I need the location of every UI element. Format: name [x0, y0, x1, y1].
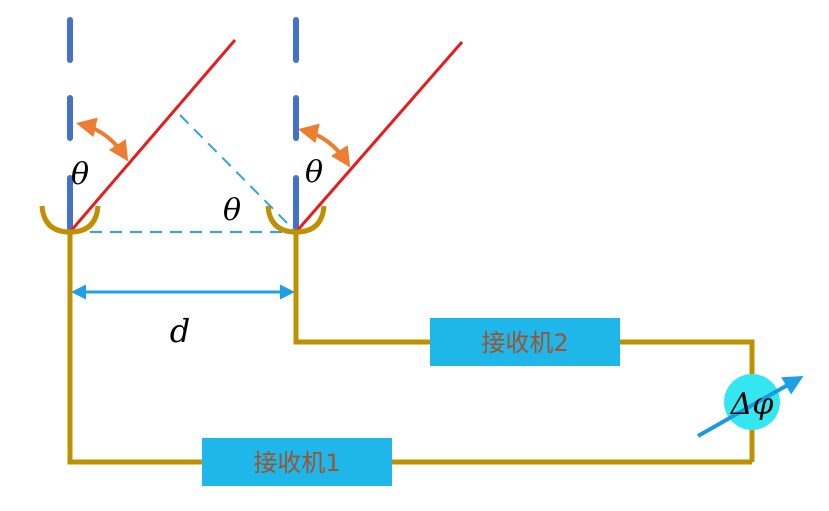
- receiver-2-label: 接收机2: [481, 329, 568, 357]
- separation-label: d: [170, 312, 190, 350]
- theta-label-mid: θ: [223, 193, 241, 228]
- angle-arrow-left: [76, 117, 129, 162]
- signal-wires: [67, 232, 755, 465]
- theta-label-left: θ: [71, 157, 89, 192]
- receiver-2-box: 接收机2: [430, 318, 620, 366]
- phase-shifter-arrow: [697, 376, 804, 438]
- wavefront-dashed-line: [179, 114, 297, 233]
- theta-label-right: θ: [305, 155, 323, 190]
- receiver-1-box: 接收机1: [202, 438, 392, 486]
- angle-arrow-right: [298, 123, 351, 168]
- wave-ray-right: [294, 41, 464, 233]
- receiver-1-label: 接收机1: [253, 449, 340, 477]
- phase-shifter: Δφ: [697, 374, 804, 438]
- phase-shifter-label: Δφ: [730, 387, 774, 422]
- wave-ray-left: [68, 39, 237, 233]
